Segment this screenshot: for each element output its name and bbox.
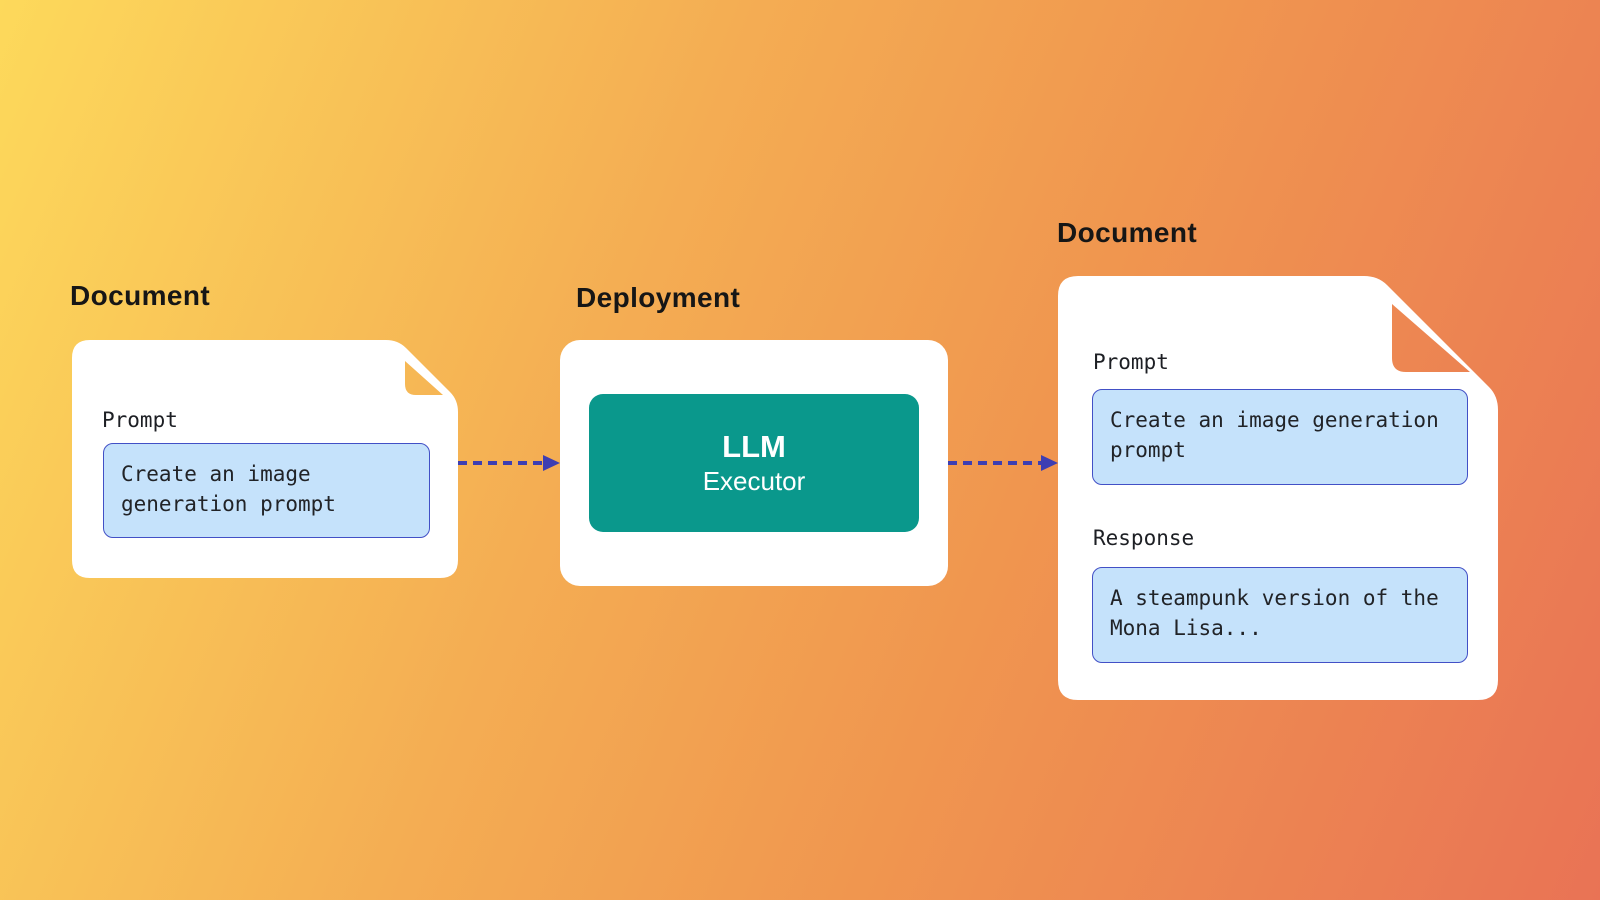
arrow-input-to-deployment [458,455,560,471]
prompt-field-value: Create an image generation prompt [1092,389,1468,485]
deployment-node: LLM Executor [560,340,948,586]
llm-executor-box-title: LLM [722,429,786,464]
output-document-node: Prompt Create an image generation prompt… [1058,276,1498,700]
arrow-deployment-to-output [948,455,1058,471]
response-field-label: Response [1093,526,1195,550]
input-document-node: Prompt Create an image generation prompt [72,340,458,578]
prompt-field-label: Prompt [102,408,178,432]
llm-executor-box: LLM Executor [589,394,919,532]
prompt-field-label: Prompt [1093,350,1169,374]
llm-executor-box-subtitle: Executor [702,466,806,496]
response-field-value: A steampunk version of the Mona Lisa... [1092,567,1468,663]
prompt-field-value: Create an image generation prompt [103,443,430,538]
input-document-title: Document [70,280,211,311]
deployment-title: Deployment [576,282,741,313]
output-document-title: Document [1057,217,1198,248]
